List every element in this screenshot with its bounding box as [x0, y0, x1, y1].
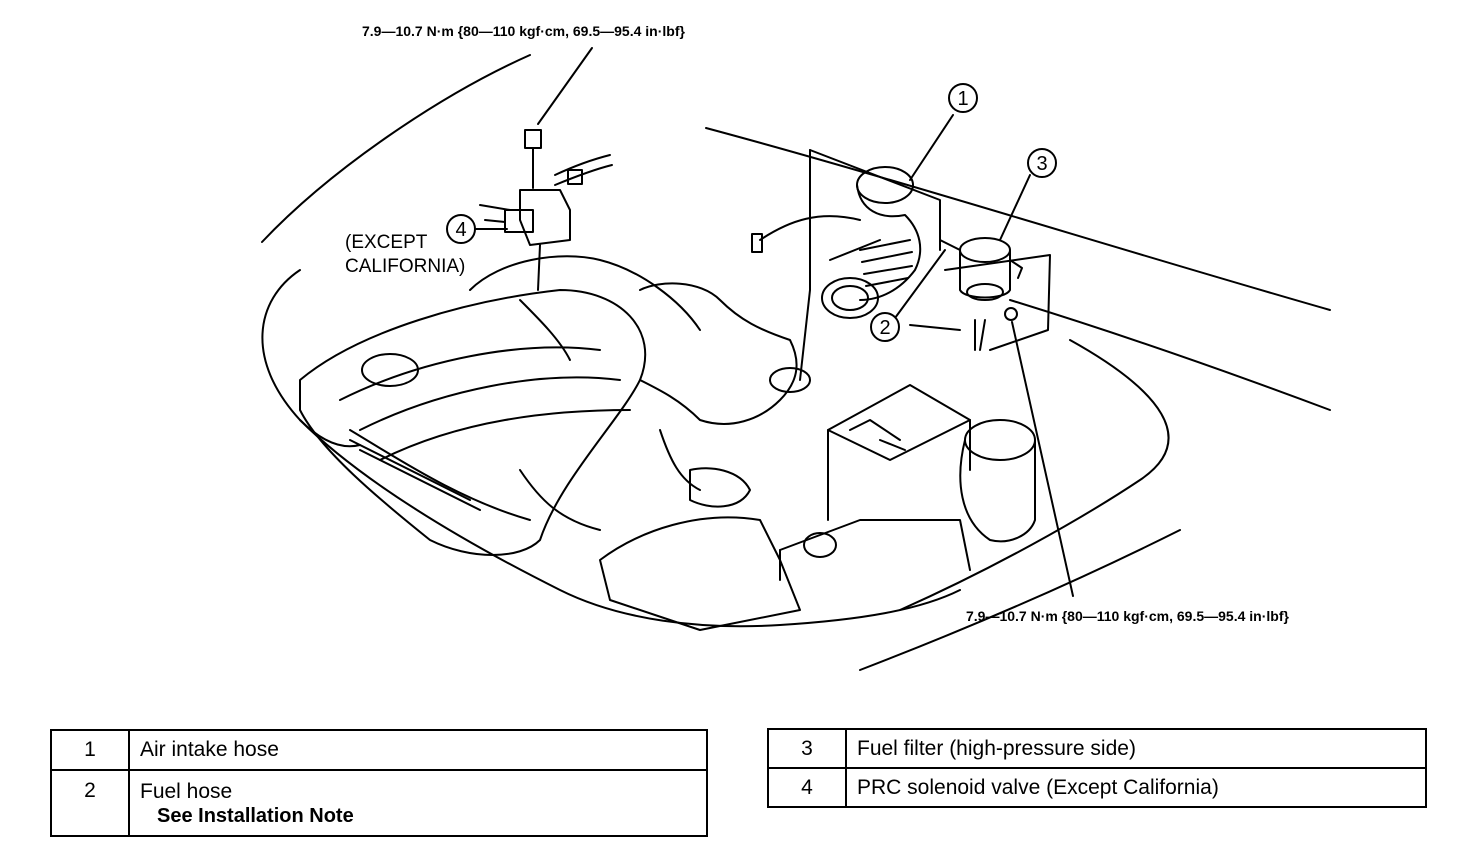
vacuum-line: [759, 215, 861, 241]
except-california-line1: (EXCEPT: [345, 232, 428, 253]
installation-note-reference: See Installation Note: [157, 805, 354, 827]
callout-1-circle: [948, 83, 978, 113]
legend-label: Fuel hose: [140, 780, 233, 803]
callout-2-circle: [870, 312, 900, 342]
callout-3-circle: [1027, 148, 1057, 178]
leader-2a: [909, 324, 961, 331]
fuel-filter: [959, 237, 1023, 301]
callout-2: 2: [879, 317, 890, 339]
except-california-line2: CALIFORNIA): [345, 256, 465, 277]
leader-3: [999, 174, 1031, 241]
legend-number: 3: [767, 728, 847, 769]
legend-label: Air intake hose: [128, 729, 708, 771]
fender-right: [899, 339, 1170, 611]
legend-label: Fuel filter (high-pressure side): [845, 728, 1427, 769]
legend-row: 4 PRC solenoid valve (Except California): [767, 767, 1427, 808]
prc-solenoid-valve: [479, 129, 613, 291]
torque-spec-top: 7.9—10.7 N·m {80—110 kgf·cm, 69.5—95.4 i…: [362, 23, 685, 39]
legend-row: 1 Air intake hose: [50, 729, 708, 771]
callout-4: 4: [455, 219, 466, 241]
engine-compartment-diagram: 1 2 3 4 7.9—10.7 N·m {80—110 kgf·cm, 69.…: [261, 23, 1331, 671]
leader-torque-bottom: [1011, 321, 1074, 597]
legend-number: 4: [767, 767, 847, 808]
legend-number: 2: [50, 769, 130, 837]
legend-table-right: 3 Fuel filter (high-pressure side) 4 PRC…: [767, 728, 1427, 808]
legend-row: 2 Fuel hose See Installation Note: [50, 769, 708, 837]
panel-fuel-filter: [944, 254, 1051, 351]
callout-4-circle: [446, 214, 476, 244]
panel-air-intake: [809, 149, 941, 251]
engine-block: [299, 289, 647, 556]
legend-number: 1: [50, 729, 130, 771]
fuel-filter-bolt: [1004, 307, 1018, 321]
legend-row: 3 Fuel filter (high-pressure side): [767, 728, 1427, 769]
leader-1: [909, 114, 954, 181]
hood-outline-lower-right: [1009, 299, 1331, 411]
bay-outline: [261, 269, 961, 628]
bumper-bottom: [859, 529, 1181, 671]
leader-2b: [894, 249, 946, 319]
torque-spec-bottom: 7.9—10.7 N·m {80—110 kgf·cm, 69.5—95.4 i…: [966, 608, 1289, 624]
legend-cell: Fuel hose See Installation Note: [128, 769, 708, 837]
hood-outline-left: [261, 54, 531, 243]
callout-1: 1: [957, 88, 968, 110]
callout-3: 3: [1036, 153, 1047, 175]
reservoir: [964, 419, 1036, 461]
legend-label: PRC solenoid valve (Except California): [845, 767, 1427, 808]
leader-torque-top: [537, 47, 593, 125]
radiator-shroud: [599, 516, 801, 631]
battery: [827, 384, 971, 461]
air-intake-hose: [821, 166, 922, 319]
legend-table-left: 1 Air intake hose 2 Fuel hose See Instal…: [50, 729, 708, 837]
hood-outline-right: [705, 127, 1331, 311]
